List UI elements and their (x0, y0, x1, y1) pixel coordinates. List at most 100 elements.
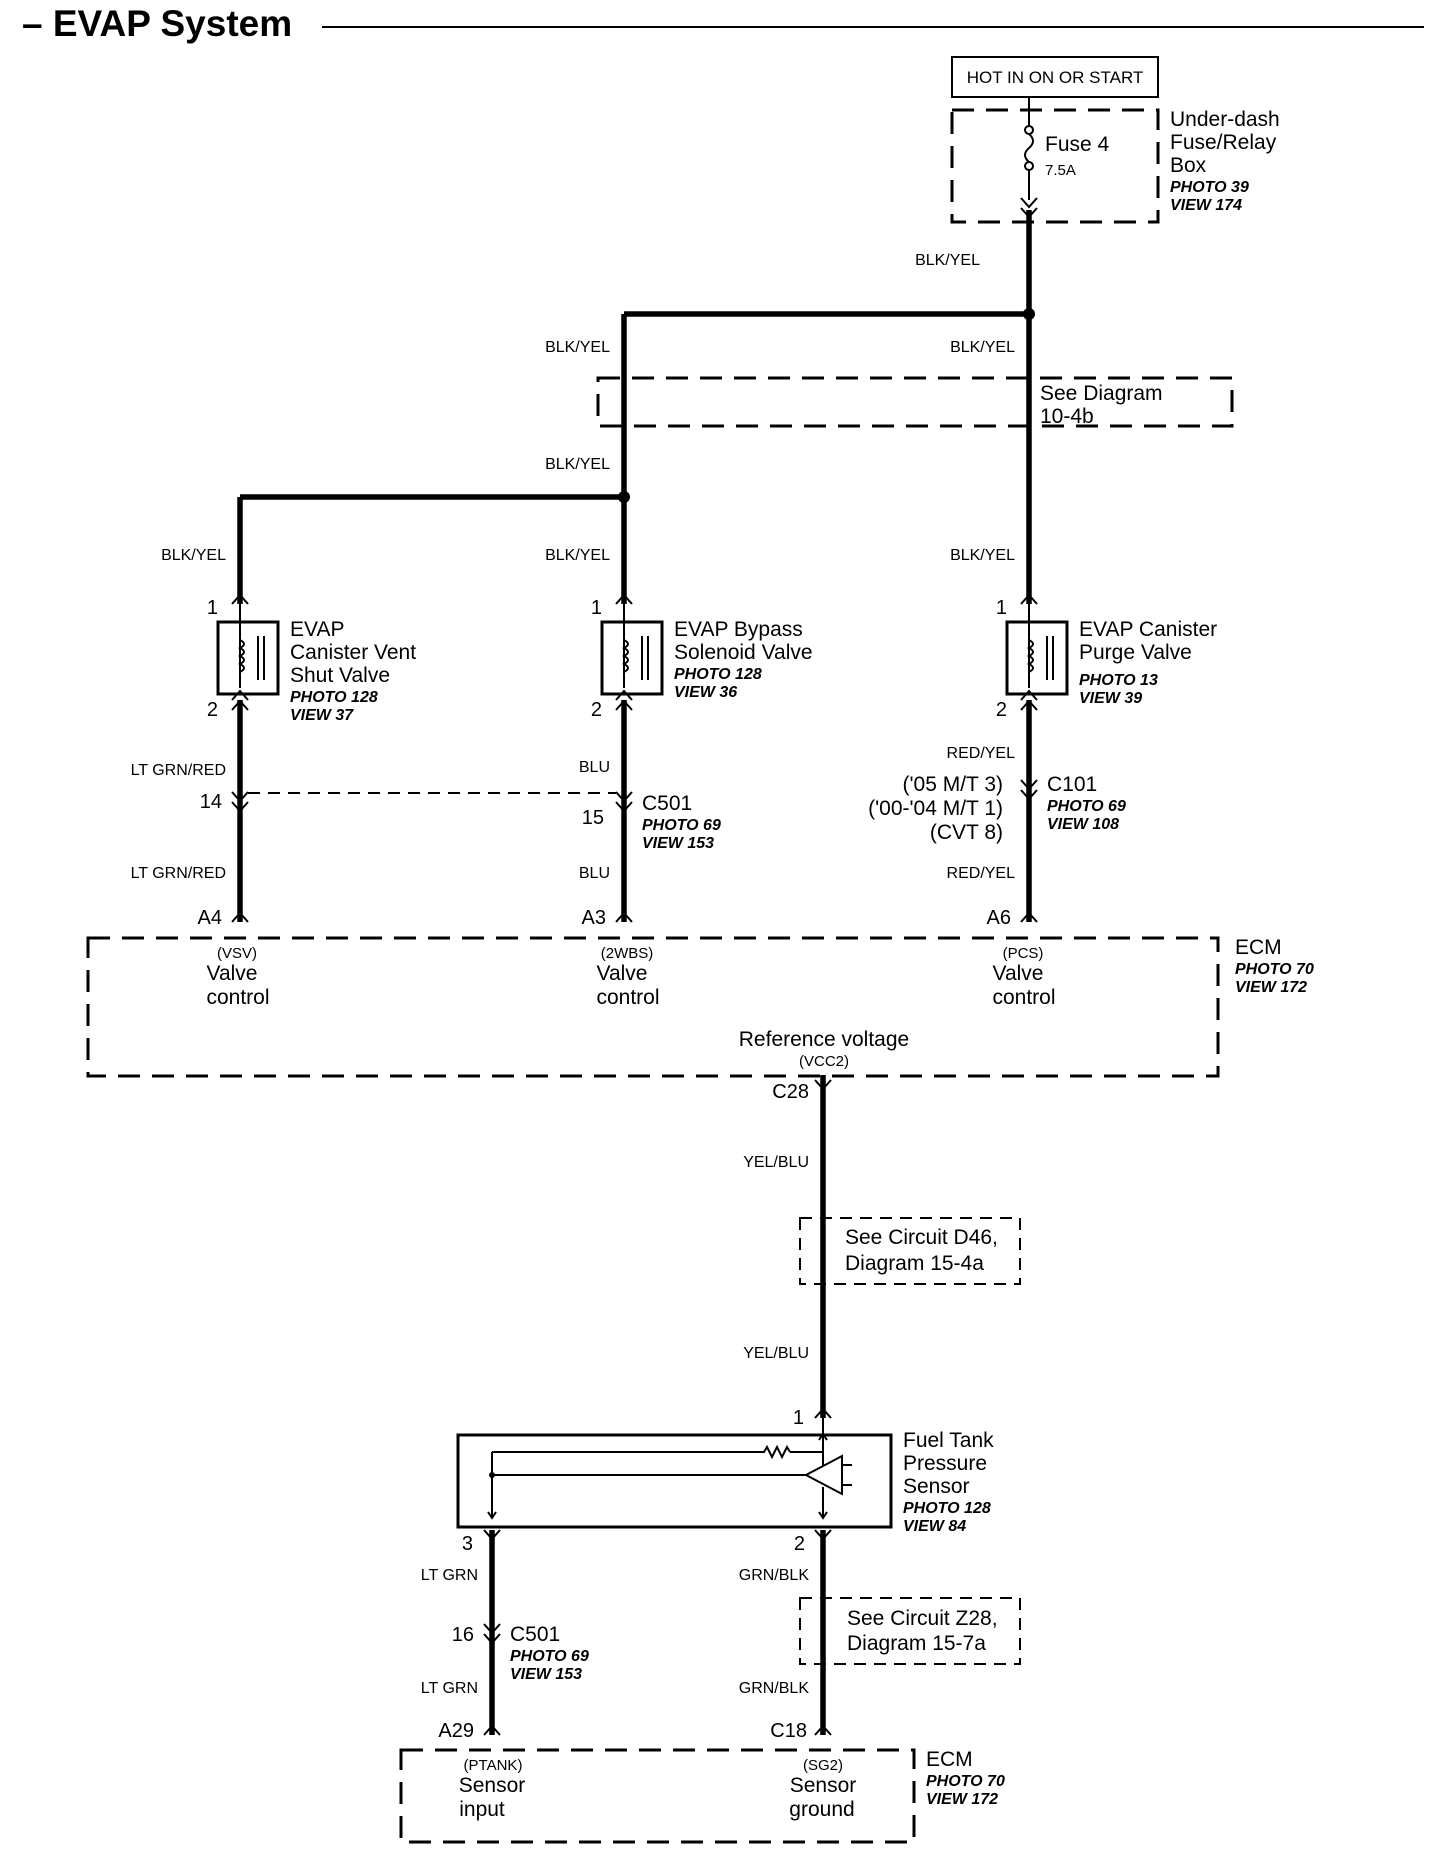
purge-valve-view: VIEW 39 (1079, 690, 1142, 707)
sensor-photo: PHOTO 128 (903, 1500, 991, 1517)
wire-label-yel-blu-2: YEL/BLU (743, 1345, 809, 1362)
ecm-vsv-line-1: Valve (207, 962, 258, 985)
wire-label-purge-low: BLK/YEL (950, 547, 1015, 564)
wire-label-fuse: BLK/YEL (915, 252, 980, 269)
wire-label-bypass-out: BLU (579, 759, 610, 776)
fuse-rating: 7.5A (1045, 162, 1076, 179)
ecm-bottom-outline (399, 1748, 916, 1844)
ecm-ref-voltage: Reference voltage (739, 1028, 909, 1051)
fuse-box-photo: PHOTO 39 (1170, 179, 1249, 196)
c501-pin-16: 16 (452, 1624, 474, 1646)
ecm-sg2-code: (SG2) (803, 1757, 843, 1774)
sensor-name-3: Sensor (903, 1475, 970, 1498)
ecm-2wbs-line-2: control (596, 986, 659, 1009)
c101-photo: PHOTO 69 (1047, 798, 1126, 815)
sensor-pin-3: 3 (462, 1533, 473, 1555)
ecm-pcs-line-2: control (992, 986, 1055, 1009)
ecm-top-name: ECM (1235, 936, 1282, 959)
ecm-vsv-line-2: control (206, 986, 269, 1009)
hot-label: HOT IN ON OR START (967, 68, 1144, 87)
wire-label-bypass-ecm: BLU (579, 865, 610, 882)
vent-valve-symbol: 1 2 (207, 593, 280, 721)
purge-valve-name-2: Purge Valve (1079, 641, 1192, 664)
wire-label-lt-grn-2: LT GRN (421, 1680, 478, 1697)
wire-label-vent-out: LT GRN/RED (131, 762, 226, 779)
ecm-bottom-name: ECM (926, 1748, 973, 1771)
c101-name: C101 (1047, 773, 1097, 796)
ecm-ptank-line-2: input (459, 1798, 505, 1821)
ecm-ptank-code: (PTANK) (464, 1757, 523, 1774)
ecm-sg2-line-2: ground (789, 1798, 854, 1821)
bypass-valve-photo: PHOTO 128 (674, 666, 762, 683)
see-circuit-z28-box (799, 1597, 1021, 1665)
fuse-box-name-1: Under-dash (1170, 108, 1280, 131)
ecm-sg2-line-1: Sensor (790, 1774, 857, 1797)
bypass-valve-name-1: EVAP Bypass (674, 618, 803, 641)
wire-label-grn-blk-1: GRN/BLK (739, 1567, 810, 1584)
ecm-pin-c28-arrows (814, 1079, 832, 1091)
ecm-ref-code: (VCC2) (799, 1053, 849, 1070)
ecm-pin-a3: A3 (582, 907, 606, 929)
see-circuit-d46-line-2: Diagram 15-4a (845, 1252, 984, 1275)
splice-top (1023, 308, 1035, 320)
ecm-ptank-line-1: Sensor (459, 1774, 526, 1797)
see-circuit-d46-line-1: See Circuit D46, (845, 1226, 998, 1249)
sensor-pin-2: 2 (794, 1533, 805, 1555)
svg-text:2: 2 (591, 699, 602, 721)
hot-label-box (951, 56, 1159, 98)
ecm-top-view: VIEW 172 (1235, 979, 1307, 996)
ecm-pin-a4: A4 (198, 907, 222, 929)
svg-text:2: 2 (996, 699, 1007, 721)
ecm-pcs-line-1: Valve (993, 962, 1044, 985)
sensor-name-1: Fuel Tank (903, 1429, 994, 1452)
ecm-pcs-code: (PCS) (1003, 945, 1044, 962)
svg-text:1: 1 (591, 597, 602, 619)
ecm-2wbs-line-1: Valve (597, 962, 648, 985)
sensor-symbol (456, 1407, 893, 1541)
ecm-pin-c28: C28 (772, 1081, 809, 1103)
purge-valve-photo: PHOTO 13 (1079, 672, 1158, 689)
c501-top-connector (231, 791, 633, 813)
bypass-valve-symbol: 1 2 (591, 593, 664, 721)
ecm-top-outline (86, 936, 1220, 1078)
purge-valve-symbol: 1 2 (996, 593, 1069, 721)
fuse-box-view: VIEW 174 (1170, 197, 1242, 214)
wire-label-purge-out: RED/YEL (947, 745, 1016, 762)
ecm-pin-a6: A6 (987, 907, 1011, 929)
c501-top-photo: PHOTO 69 (642, 817, 721, 834)
see-circuit-d46-box (799, 1217, 1021, 1285)
c501-pin-14: 14 (200, 791, 222, 813)
wire-label-grn-blk-2: GRN/BLK (739, 1680, 810, 1697)
wire-label-yel-blu-1: YEL/BLU (743, 1154, 809, 1171)
ecm-bottom-pin-arrows (483, 1724, 832, 1736)
fuse-box-name-3: Box (1170, 154, 1207, 177)
ecm-bottom-view: VIEW 172 (926, 1791, 998, 1808)
c101-view: VIEW 108 (1047, 816, 1119, 833)
bypass-valve-name-2: Solenoid Valve (674, 641, 813, 664)
see-circuit-z28-line-2: Diagram 15-7a (847, 1632, 986, 1655)
wire-label-vent-ecm: LT GRN/RED (131, 865, 226, 882)
c501-bottom-photo: PHOTO 69 (510, 1648, 589, 1665)
fuse-box-outline (950, 108, 1160, 224)
ecm-pin-c18: C18 (770, 1720, 807, 1742)
vent-valve-name-3: Shut Valve (290, 664, 390, 687)
ecm-top-photo: PHOTO 70 (1235, 961, 1314, 978)
wires (237, 210, 1032, 1735)
wire-label-purge-feed: BLK/YEL (950, 339, 1015, 356)
sensor-view: VIEW 84 (903, 1518, 966, 1535)
wire-label-purge-ecm: RED/YEL (947, 865, 1016, 882)
wire-label-bypass-mid: BLK/YEL (545, 456, 610, 473)
c501-top-name: C501 (642, 792, 692, 815)
svg-text:2: 2 (207, 699, 218, 721)
splice-middle (618, 491, 630, 503)
c101-connector (1020, 779, 1038, 801)
fuse-4-symbol (1020, 97, 1038, 219)
wire-label-vent-feed: BLK/YEL (161, 547, 226, 564)
vent-valve-name-1: EVAP (290, 618, 344, 641)
ecm-bottom-photo: PHOTO 70 (926, 1773, 1005, 1790)
ecm-pin-a29: A29 (438, 1720, 474, 1742)
vent-valve-view: VIEW 37 (290, 707, 354, 724)
ecm-2wbs-code: (2WBS) (601, 945, 654, 962)
fuse-box-name-2: Fuse/Relay (1170, 131, 1277, 154)
see-circuit-z28-line-1: See Circuit Z28, (847, 1607, 998, 1630)
